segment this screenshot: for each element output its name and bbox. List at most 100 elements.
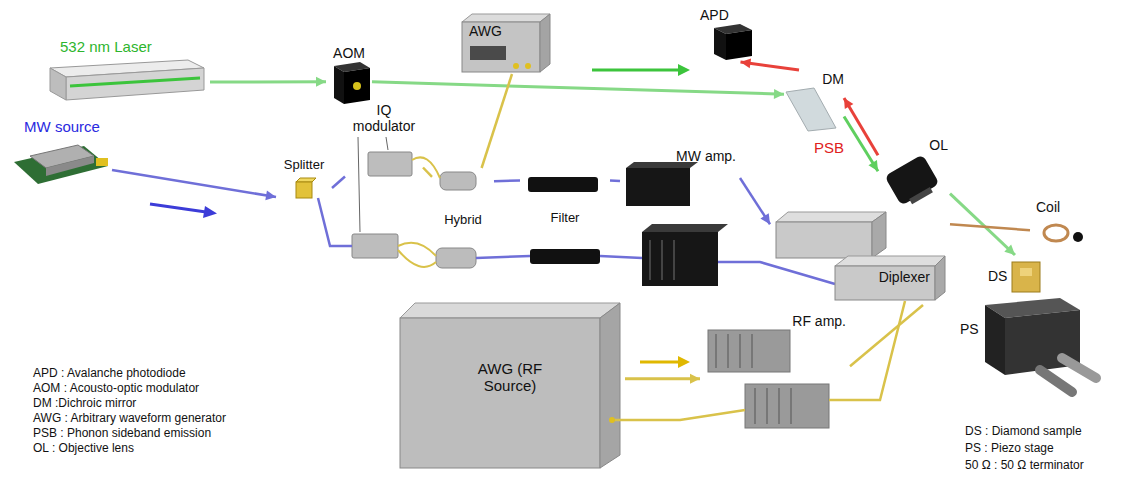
connector-group [740, 178, 770, 224]
diplexer-illustration [872, 212, 886, 258]
objective-illustration [884, 154, 939, 205]
apd-illustration [726, 30, 752, 60]
filter-illustration [528, 177, 598, 192]
diplexer-illustration [835, 256, 945, 266]
mw-cable [318, 198, 835, 284]
filter: Filter [520, 170, 610, 275]
text-holder: MW amp. [620, 145, 740, 165]
text-holder: Splitter [276, 155, 332, 173]
objective-illustration [884, 154, 941, 209]
iq-modulator: IQ modulator [345, 100, 423, 190]
awg-rf-illustration [600, 303, 620, 468]
coil: Coil [1030, 198, 1090, 250]
mw-amplifier: MW amp. [620, 145, 740, 295]
iq-modulator-illustration [386, 137, 388, 150]
device-label: MW amp. [676, 148, 736, 164]
aom-illustration [334, 66, 344, 104]
rf-amplifier-illustration [727, 334, 729, 368]
arrowhead [1004, 244, 1015, 255]
aom-illustration [334, 62, 370, 104]
laser-illustration [50, 68, 66, 100]
awg-rf-illustration [400, 303, 620, 318]
key-line-holder: 50 Ω : 50 Ω terminator [965, 458, 1084, 472]
piezo-stage-illustration [1040, 370, 1072, 392]
piezo-stage-illustration [985, 305, 1005, 375]
device-label: Diplexer [879, 269, 930, 285]
mw-source-illustration [46, 156, 94, 176]
mw-amplifier-illustration [673, 240, 675, 280]
awg-illustration [462, 14, 550, 22]
key-line: DS : Diamond sample [965, 424, 1082, 438]
device-label: DM [822, 71, 844, 87]
arrowhead [741, 58, 752, 68]
text-holder: MW source [12, 116, 112, 136]
objective-illustration [909, 187, 933, 204]
iq-modulator-illustration [368, 152, 412, 176]
awg-rf-illustration [609, 417, 615, 423]
splitter-illustration [296, 178, 316, 182]
aom-device: AOM [326, 44, 372, 106]
device-label: MW source [24, 118, 100, 135]
splitter-illustration [296, 182, 312, 198]
text-holder: AWG (RF Source) [395, 300, 625, 395]
connector-group [372, 82, 784, 99]
rf-amplifier-illustration [778, 388, 780, 424]
apd-detector: APD [700, 6, 754, 62]
key-line: 50 Ω : 50 Ω terminator [965, 458, 1084, 472]
diplexer-illustration [935, 256, 945, 300]
device-label: APD [700, 7, 729, 23]
rf-amplifier-illustration [751, 334, 753, 368]
rf-cable [482, 74, 512, 168]
connector-group [112, 170, 276, 200]
arrowhead [774, 89, 784, 99]
awg-device: AWG [455, 12, 550, 74]
device-label: IQ modulator [348, 102, 420, 134]
iq-modulator-illustration [352, 234, 398, 258]
laser-illustration [66, 68, 204, 100]
awg-illustration [525, 63, 531, 69]
mw-cable [494, 179, 520, 182]
blue-direction-arrow [150, 204, 217, 218]
mw-cable [332, 177, 345, 189]
rf-amplifier-illustration [766, 388, 768, 424]
awg-rf-source: AWG (RF Source) [395, 300, 625, 475]
connector-group [850, 305, 923, 366]
mw-cable [112, 170, 276, 197]
mw-cable [318, 198, 352, 246]
laser-beam [372, 82, 784, 94]
connector-group [332, 177, 345, 189]
rf-amplifier-illustration [745, 384, 829, 428]
arrowhead [844, 98, 853, 109]
device-label: OL [929, 137, 948, 153]
arrowhead [868, 160, 878, 171]
key-line-holder: DM :Dichroic mirror [33, 396, 136, 410]
key-line: PSB : Phonon sideband emission [33, 426, 211, 440]
hybrid-illustration [412, 157, 440, 178]
green-direction-arrow [592, 64, 690, 76]
key-line-holder: DS : Diamond sample [965, 424, 1082, 438]
rf-amplifier-illustration [739, 334, 741, 368]
text-holder: 532 nm Laser [38, 36, 210, 56]
connector-group [482, 74, 512, 168]
awg-illustration [513, 63, 519, 69]
mw-amplifier-illustration [642, 232, 718, 286]
mw-source: MW source [12, 116, 112, 188]
dichroic-mirror: DM [784, 70, 844, 132]
rf-amplifier-illustration [790, 388, 792, 424]
connector-group [625, 374, 700, 384]
key-line: OL : Objective lens [33, 441, 134, 455]
key-line-holder: PS : Piezo stage [965, 441, 1054, 455]
hybrid-coupler: Hybrid [432, 168, 494, 278]
awg-illustration [470, 46, 506, 60]
hybrid-illustration [398, 250, 436, 267]
splitter: Splitter [276, 155, 332, 215]
device-label: Splitter [284, 158, 324, 173]
key-line-holder: APD : Avalanche photodiode [33, 366, 186, 380]
aom-illustration [344, 68, 370, 104]
rf-cable [615, 410, 745, 420]
key-line: APD : Avalanche photodiode [33, 366, 186, 380]
mw-amplifier-illustration [626, 168, 690, 206]
apd-illustration [714, 28, 726, 60]
arrowhead [316, 77, 326, 87]
connector-group [950, 224, 1030, 230]
